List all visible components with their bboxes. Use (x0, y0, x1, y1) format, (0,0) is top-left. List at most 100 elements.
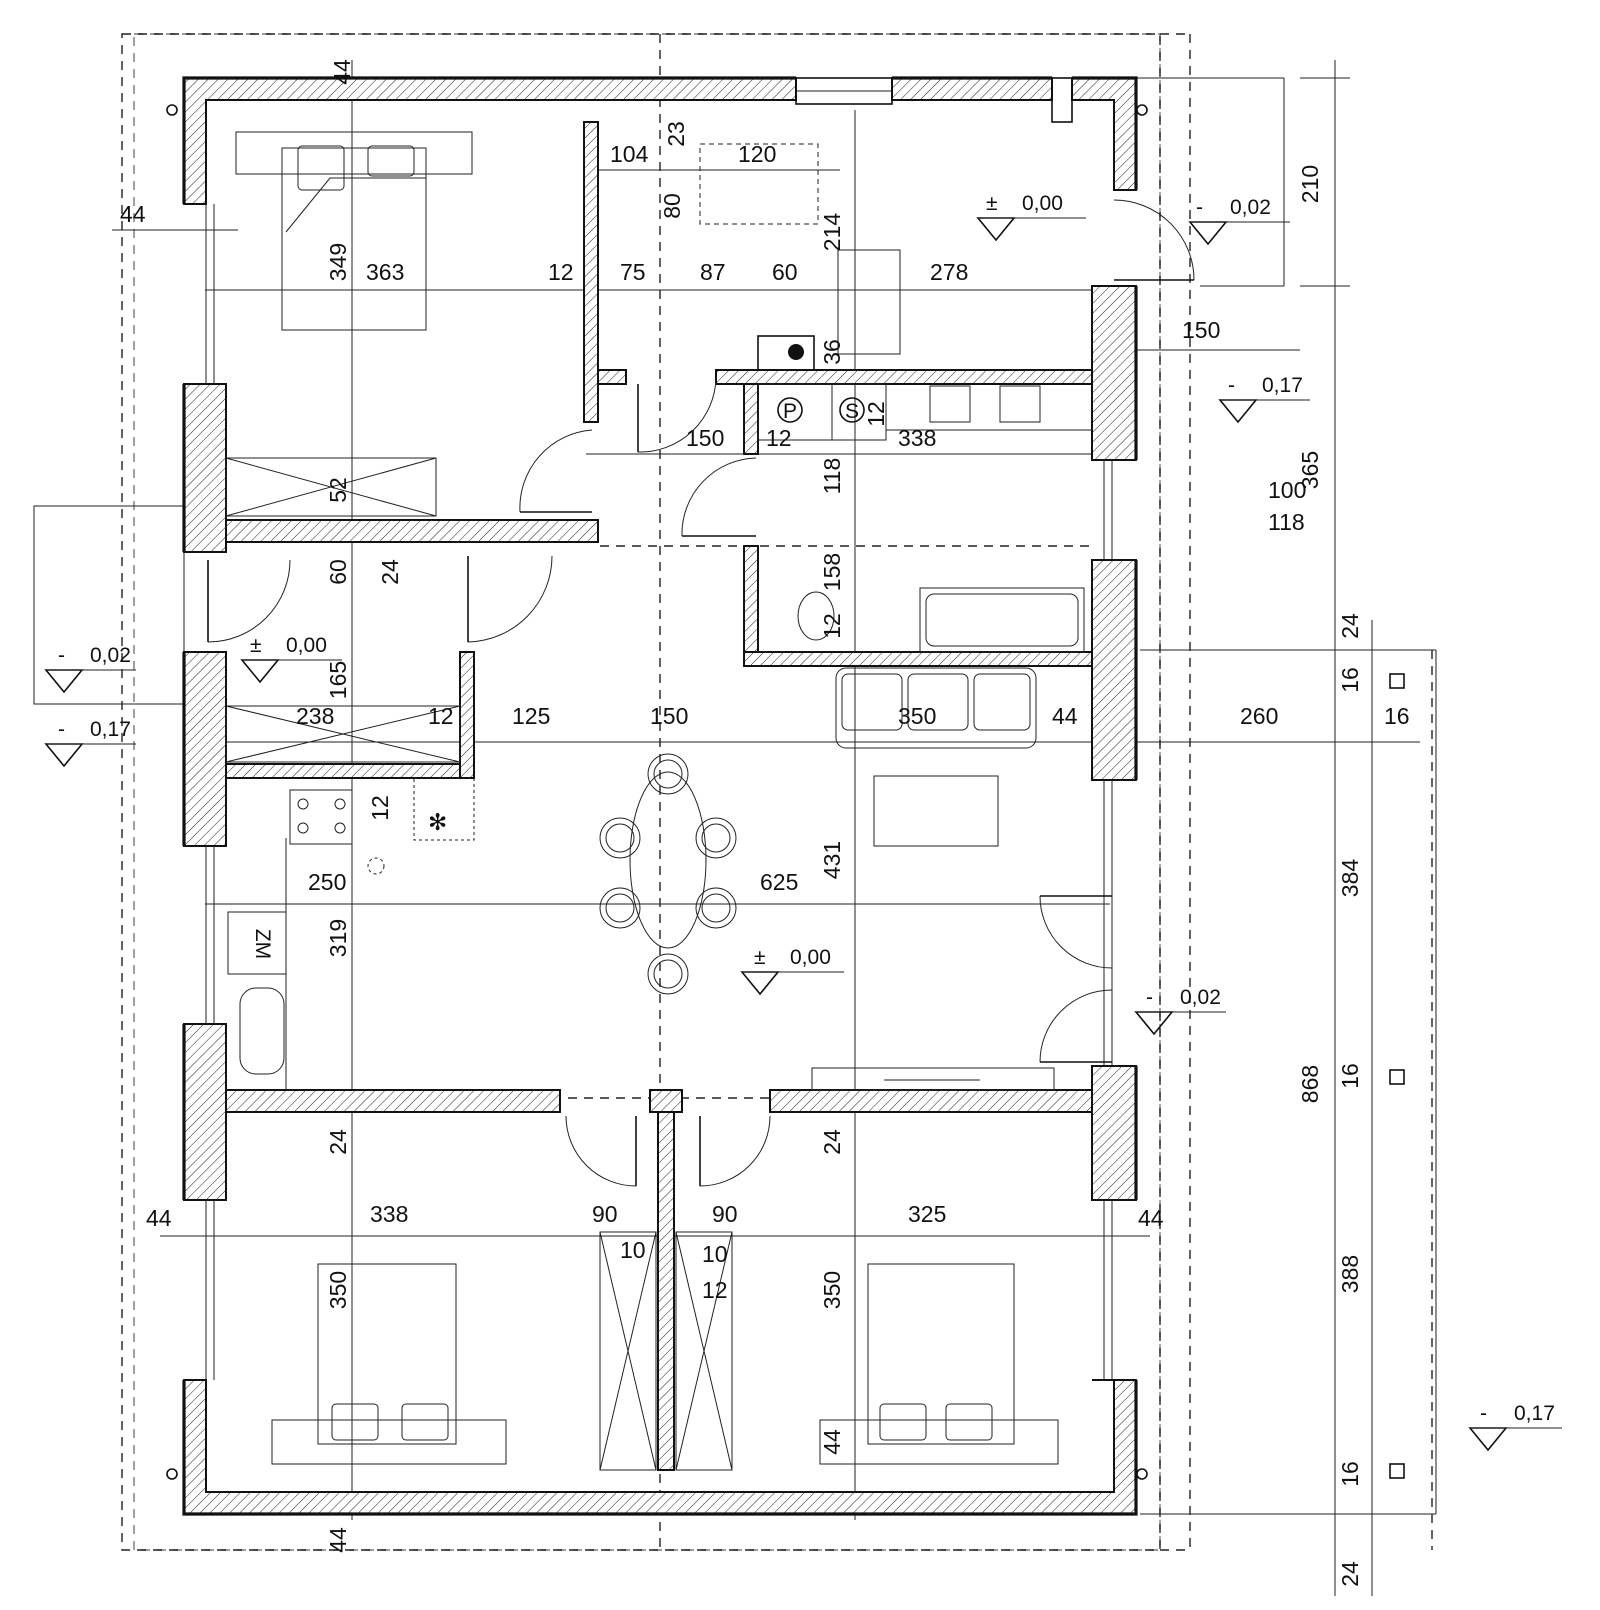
dim-label: 12 (819, 613, 845, 639)
dim-label: 80 (659, 193, 685, 219)
svg-text:±: ± (250, 634, 262, 657)
level-living: ± 0,00 (740, 946, 844, 996)
dim-label: 625 (760, 869, 798, 895)
dim-label: 100 (1268, 477, 1306, 503)
dim-label: 12 (863, 401, 889, 427)
dim-label: 12 (702, 1277, 728, 1303)
level-left-door: - 0,02 (44, 644, 136, 694)
dim-label: 210 (1297, 165, 1323, 203)
dim-label: 150 (1182, 317, 1220, 343)
dim-label: 350 (325, 1271, 351, 1309)
dim-label: 60 (772, 259, 798, 285)
dim-label: 350 (819, 1271, 845, 1309)
level-entry-hall: ± 0,00 (240, 634, 342, 684)
dim-label: 150 (686, 425, 724, 451)
furniture: ✻ (225, 131, 1092, 1471)
dim-label: 12 (428, 703, 454, 729)
dim-label: 44 (120, 201, 146, 227)
dim-label: 104 (610, 141, 649, 167)
dim-label: 24 (1337, 613, 1363, 639)
fridge-label: ZM (251, 929, 274, 959)
svg-text:±: ± (754, 946, 766, 969)
dim-label: 44 (819, 1429, 845, 1455)
svg-text:-: - (58, 718, 65, 741)
symbols: P S ZM (251, 397, 865, 959)
dim-label: 260 (1240, 703, 1278, 729)
dim-label: 349 (325, 243, 351, 281)
dim-label: 384 (1337, 859, 1363, 898)
boiler-p-label: P (783, 400, 797, 423)
dim-label: 125 (512, 703, 550, 729)
dim-label: 44 (325, 1527, 351, 1553)
dim-label: 338 (370, 1201, 408, 1227)
dim-label: 44 (1052, 703, 1078, 729)
level-kitchen: ± 0,00 (976, 192, 1086, 242)
svg-text:0,00: 0,00 (1022, 192, 1063, 215)
dim-label: 87 (700, 259, 726, 285)
svg-text:-: - (1196, 196, 1203, 219)
dim-label: 16 (1384, 703, 1410, 729)
level-entrance-right: - 0,02 (1188, 196, 1290, 246)
dim-label: 118 (1268, 509, 1305, 535)
dimension-labels: 44 44 349 363 12 75 87 60 278 104 23 120… (120, 59, 1410, 1587)
boiler-s-label: S (845, 400, 859, 423)
dim-label: 120 (738, 141, 776, 167)
dim-label: 23 (663, 121, 689, 147)
dim-label: 165 (325, 661, 351, 699)
dim-label: 325 (908, 1201, 946, 1227)
svg-text:0,02: 0,02 (90, 644, 131, 667)
dim-label: 388 (1337, 1255, 1363, 1293)
dim-label: 60 (325, 559, 351, 585)
dim-label: 75 (620, 259, 646, 285)
dim-label: 158 (819, 553, 845, 591)
dim-label: 12 (367, 795, 393, 821)
level-markers: ± 0,00 - 0,02 - 0,17 ± 0,00 - 0,02 - 0,1… (44, 192, 1562, 1452)
dim-label: 319 (325, 919, 351, 957)
level-terrace-outside: - 0,17 (1468, 1402, 1562, 1452)
dim-label: 250 (308, 869, 346, 895)
dim-label: 90 (592, 1201, 618, 1227)
dim-label: 44 (329, 59, 355, 85)
svg-text:✻: ✻ (428, 809, 447, 835)
dim-label: 365 (1297, 451, 1323, 489)
dim-label: 350 (898, 703, 936, 729)
dim-label: 338 (898, 425, 936, 451)
walls (182, 76, 1138, 1516)
svg-text:0,17: 0,17 (90, 718, 131, 741)
dim-label: 118 (819, 458, 845, 495)
doors (207, 199, 1195, 1187)
dim-label: 10 (620, 1237, 646, 1263)
dim-label: 363 (366, 259, 404, 285)
dim-label: 52 (325, 477, 351, 503)
dim-label: 90 (712, 1201, 738, 1227)
dim-label: 44 (1138, 1205, 1164, 1231)
svg-text:0,00: 0,00 (790, 946, 831, 969)
dim-label: 868 (1297, 1065, 1323, 1103)
level-left-outside: - 0,17 (44, 718, 136, 768)
dim-label: 24 (1337, 1561, 1363, 1587)
dim-label: 431 (819, 841, 845, 879)
dim-label: 36 (819, 339, 845, 365)
dim-label: 12 (766, 425, 792, 451)
level-right-outside: - 0,17 (1218, 374, 1310, 424)
svg-text:-: - (1228, 374, 1235, 397)
windows (205, 204, 1113, 1380)
dim-label: 12 (548, 259, 574, 285)
dim-label: 24 (819, 1129, 845, 1155)
svg-text:-: - (1480, 1402, 1487, 1425)
svg-text:0,17: 0,17 (1514, 1402, 1555, 1425)
dim-label: 214 (819, 213, 845, 252)
anchors (166, 104, 1405, 1480)
dim-label: 278 (930, 259, 968, 285)
terrace (33, 77, 1437, 1515)
dim-label: 24 (325, 1129, 351, 1155)
svg-text:0,00: 0,00 (286, 634, 327, 657)
svg-text:-: - (58, 644, 65, 667)
dim-label: 150 (650, 703, 688, 729)
svg-text:0,17: 0,17 (1262, 374, 1303, 397)
dim-label: 238 (296, 703, 334, 729)
dim-label: 44 (146, 1205, 172, 1231)
dim-label: 16 (1337, 1063, 1363, 1089)
svg-text:0,02: 0,02 (1230, 196, 1271, 219)
